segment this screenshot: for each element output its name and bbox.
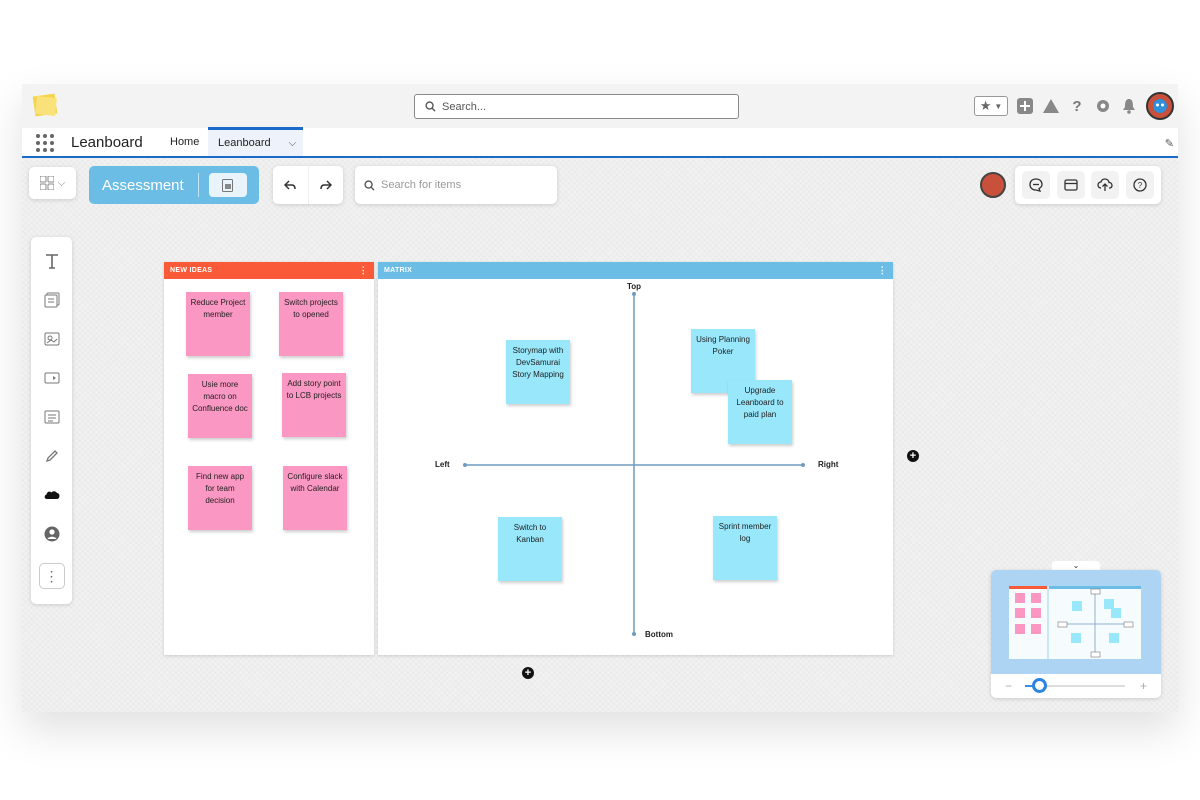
favorites-button[interactable]: ★▼	[974, 96, 1008, 116]
trailhead-icon[interactable]	[1042, 97, 1060, 115]
search-icon	[425, 101, 436, 112]
video-icon[interactable]	[40, 366, 64, 390]
minimap-collapse-button[interactable]: ⌄	[1052, 561, 1100, 571]
board-title[interactable]: Assessment	[102, 176, 184, 194]
board-title-bar[interactable]: Assessment	[89, 166, 259, 204]
text-icon[interactable]	[40, 249, 64, 273]
add-frame-right-icon[interactable]: +	[907, 450, 919, 462]
export-button[interactable]	[1091, 171, 1120, 199]
grid-view-icon	[39, 176, 54, 190]
app-name: Leanboard	[71, 134, 143, 151]
frame-title[interactable]: MATRIX	[384, 267, 413, 274]
sticky-note-icon[interactable]	[40, 288, 64, 312]
frame-menu-icon[interactable]: ⋮	[877, 265, 887, 275]
svg-text:?: ?	[1138, 181, 1143, 190]
global-search-input[interactable]: Search...	[414, 94, 739, 119]
frame-title[interactable]: NEW IDEAS	[170, 267, 213, 274]
nav-tab-label: Leanboard	[218, 137, 271, 149]
comment-icon	[1029, 178, 1043, 192]
card-icon	[1064, 179, 1078, 191]
chevron-down-icon: ⌵	[57, 177, 66, 189]
notification-bell-icon[interactable]	[1120, 97, 1138, 115]
image-card-icon[interactable]	[40, 327, 64, 351]
add-frame-below-icon[interactable]: +	[522, 667, 534, 679]
redo-button[interactable]	[309, 166, 344, 204]
comment-button[interactable]	[1022, 171, 1051, 199]
sticky-note[interactable]: Sprint member log	[713, 516, 777, 580]
divider	[197, 173, 199, 197]
search-items-placeholder: Search for items	[381, 179, 462, 191]
document-icon	[222, 178, 234, 192]
add-icon[interactable]	[1016, 97, 1034, 115]
redo-icon	[320, 180, 332, 190]
zoom-slider-handle[interactable]	[1032, 678, 1047, 693]
frame-matrix[interactable]: MATRIX ⋮ Top Bottom Left Right Storymap …	[378, 262, 893, 655]
minimap-panel: − +	[991, 570, 1161, 698]
help-icon: ?	[1133, 178, 1147, 192]
matrix-axes	[463, 292, 805, 636]
collaborator-avatar[interactable]	[980, 172, 1006, 198]
more-icon[interactable]: ⋮	[38, 563, 65, 589]
undo-button[interactable]	[273, 166, 309, 204]
user-icon[interactable]	[40, 522, 64, 546]
user-avatar[interactable]	[1146, 92, 1174, 120]
frame-menu-icon[interactable]: ⋮	[358, 265, 368, 275]
search-icon	[364, 179, 375, 191]
sticky-note[interactable]: Configure slack with Calendar	[283, 466, 347, 530]
sticky-logo-icon	[30, 92, 60, 118]
axis-label-top: Top	[627, 282, 642, 291]
minimap-viewport[interactable]	[991, 570, 1161, 674]
sticky-note[interactable]: Upgrade Leanboard to paid plan	[728, 380, 792, 444]
view-switcher-button[interactable]: ⌵	[29, 167, 76, 199]
undo-redo-group	[273, 166, 343, 204]
salesforce-icon[interactable]	[40, 483, 64, 507]
star-icon: ★	[979, 98, 992, 113]
sticky-note[interactable]: Reduce Project member	[186, 292, 250, 356]
undo-icon	[284, 180, 296, 190]
sticky-note[interactable]: Switch to Kanban	[498, 517, 562, 581]
frame-new-ideas[interactable]: NEW IDEAS ⋮ Reduce Project member Switch…	[164, 262, 374, 655]
axis-label-bottom: Bottom	[645, 630, 673, 639]
chevron-down-icon[interactable]: ⌵	[288, 137, 297, 149]
card-view-button[interactable]	[1056, 171, 1085, 199]
frame-header: NEW IDEAS ⋮	[164, 262, 374, 279]
pencil-icon[interactable]	[40, 444, 64, 468]
zoom-controls: − +	[991, 674, 1161, 698]
search-items-input[interactable]: Search for items	[355, 166, 557, 204]
sticky-note[interactable]: Find new app for team decision	[188, 466, 252, 530]
axis-label-right: Right	[818, 460, 839, 469]
nav-home-link[interactable]: Home	[170, 136, 200, 148]
app-launcher-icon[interactable]	[36, 134, 54, 152]
zoom-out-icon[interactable]: −	[1005, 679, 1013, 693]
left-toolbar: ⋮	[31, 237, 72, 604]
edit-nav-pencil-icon[interactable]: ✎	[1164, 138, 1174, 150]
frame-header: MATRIX ⋮	[378, 262, 893, 279]
zoom-slider-track[interactable]	[1025, 685, 1125, 687]
sticky-note[interactable]: Switch projects to opened	[279, 292, 343, 356]
right-toolbar: ?	[1015, 166, 1161, 204]
zoom-in-icon[interactable]: +	[1139, 679, 1147, 693]
sticky-note[interactable]: Storymap with DevSamurai Story Mapping	[506, 340, 570, 404]
board-info-button[interactable]	[208, 173, 247, 197]
nav-tab-leanboard[interactable]: Leanboard ⌵	[208, 127, 303, 156]
sticky-note[interactable]: Add story point to LCB projects	[282, 373, 346, 437]
cloud-upload-icon	[1097, 178, 1113, 191]
axis-label-left: Left	[435, 460, 450, 469]
help-button[interactable]: ?	[1125, 171, 1154, 199]
search-placeholder: Search...	[442, 100, 487, 113]
help-icon[interactable]: ?	[1072, 97, 1082, 115]
list-icon[interactable]	[40, 405, 64, 429]
chevron-down-icon: ▼	[994, 101, 1003, 111]
setup-gear-icon[interactable]	[1094, 97, 1112, 115]
sticky-note[interactable]: Usie more macro on Confluence doc	[188, 374, 252, 438]
